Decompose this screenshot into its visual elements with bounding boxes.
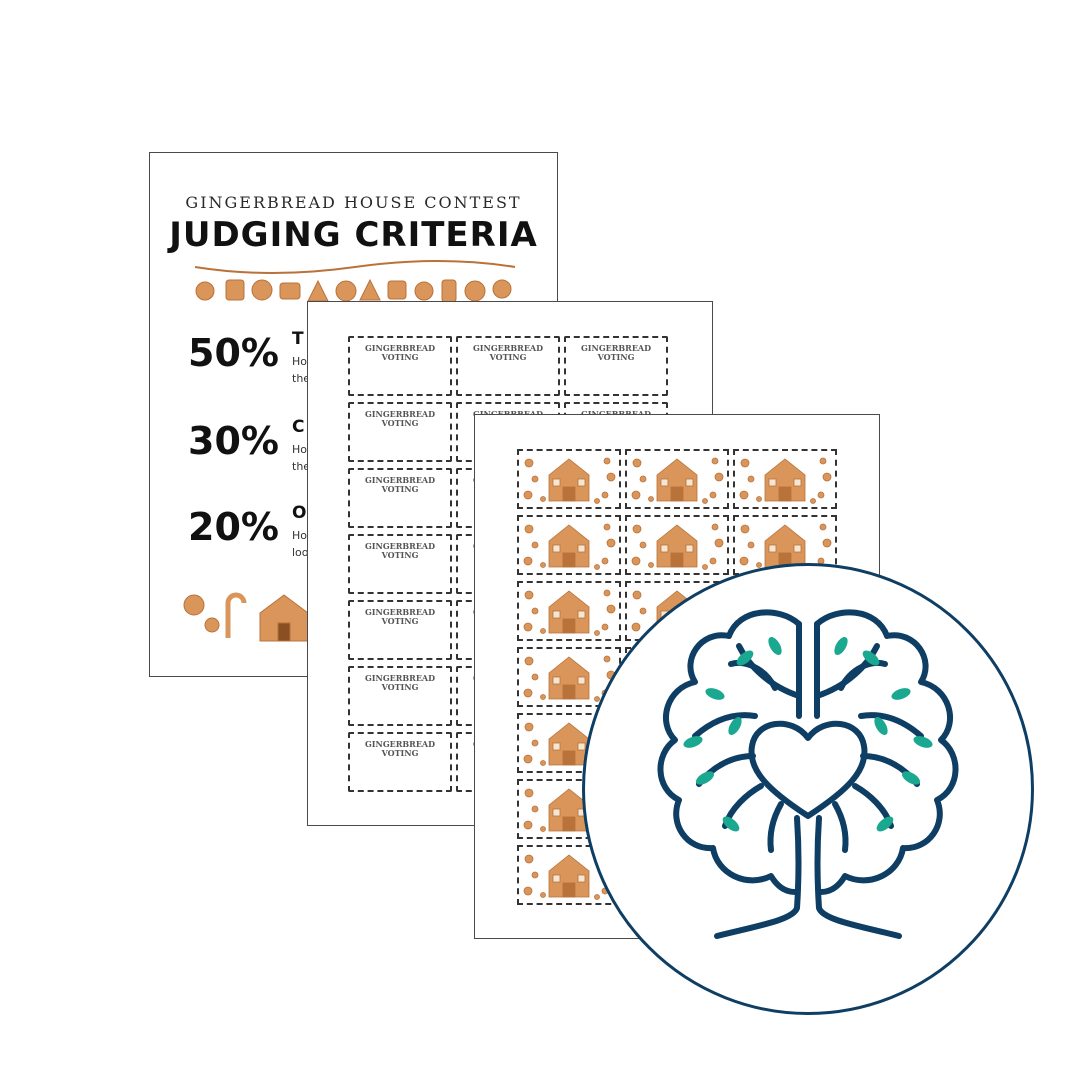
voting-card-label-line2: VOTING <box>597 352 635 362</box>
criterion-heading: O <box>292 503 307 523</box>
voting-card-label-line1: GINGERBREAD <box>364 607 436 617</box>
voting-card-label-line2: VOTING <box>381 682 419 692</box>
criterion-text: Ho the <box>292 355 311 385</box>
voting-card-label-line2: VOTING <box>381 748 419 758</box>
gingerbread-house-icon <box>523 721 616 768</box>
voting-card-label-line2: VOTING <box>381 616 419 626</box>
gingerbread-house-icon <box>631 457 724 504</box>
gingerbread-house-icon <box>523 853 616 900</box>
voting-card-label-line1: GINGERBREAD <box>580 343 652 353</box>
criterion-percent: 20% <box>188 505 279 549</box>
gingerbread-house-card <box>517 581 621 641</box>
gingerbread-house-card <box>733 449 837 509</box>
voting-card-label-line1: GINGERBREAD <box>472 343 544 353</box>
voting-card-label-line2: VOTING <box>381 418 419 428</box>
voting-card-label-line2: VOTING <box>381 352 419 362</box>
voting-card-label-line1: GINGERBREAD <box>364 673 436 683</box>
gingerbread-house-card <box>625 515 729 575</box>
gingerbread-house-icon <box>523 457 616 504</box>
criterion-heading: T <box>292 329 304 349</box>
gingerbread-house-card <box>517 845 621 905</box>
voting-card-label-line1: GINGERBREAD <box>364 541 436 551</box>
criterion-text: Ho the <box>292 443 311 473</box>
gingerbread-house-icon <box>739 457 832 504</box>
gingerbread-garland-icon <box>194 260 516 303</box>
voting-card-label-line1: GINGERBREAD <box>364 343 436 353</box>
voting-card-label-line2: VOTING <box>381 550 419 560</box>
gingerbread-house-icon <box>523 589 616 636</box>
voting-card-label-line2: VOTING <box>489 352 527 362</box>
gingerbread-house-icon <box>523 523 616 570</box>
voting-card-label-line2: VOTING <box>381 484 419 494</box>
criterion-percent: 50% <box>188 331 279 375</box>
criterion-heading: C <box>292 417 305 437</box>
tree-brain-heart-logo-icon <box>657 609 959 939</box>
voting-card-label-line1: GINGERBREAD <box>364 475 436 485</box>
judging-criteria-title: JUDGING CRITERIA <box>169 215 538 255</box>
gingerbread-house-card <box>517 515 621 575</box>
voting-card-label-line1: GINGERBREAD <box>364 409 436 419</box>
voting-card-label-line1: GINGERBREAD <box>364 739 436 749</box>
gingerbread-house-icon <box>739 523 832 570</box>
gingerbread-footer-icon <box>183 592 309 642</box>
contest-subtitle: GINGERBREAD HOUSE CONTEST <box>185 193 522 212</box>
criterion-percent: 30% <box>188 419 279 463</box>
gingerbread-house-icon <box>631 523 724 570</box>
logo-badge <box>582 563 1034 1015</box>
criterion-text: Ho loo <box>292 529 309 559</box>
gingerbread-house-card <box>625 449 729 509</box>
gingerbread-house-card <box>517 449 621 509</box>
